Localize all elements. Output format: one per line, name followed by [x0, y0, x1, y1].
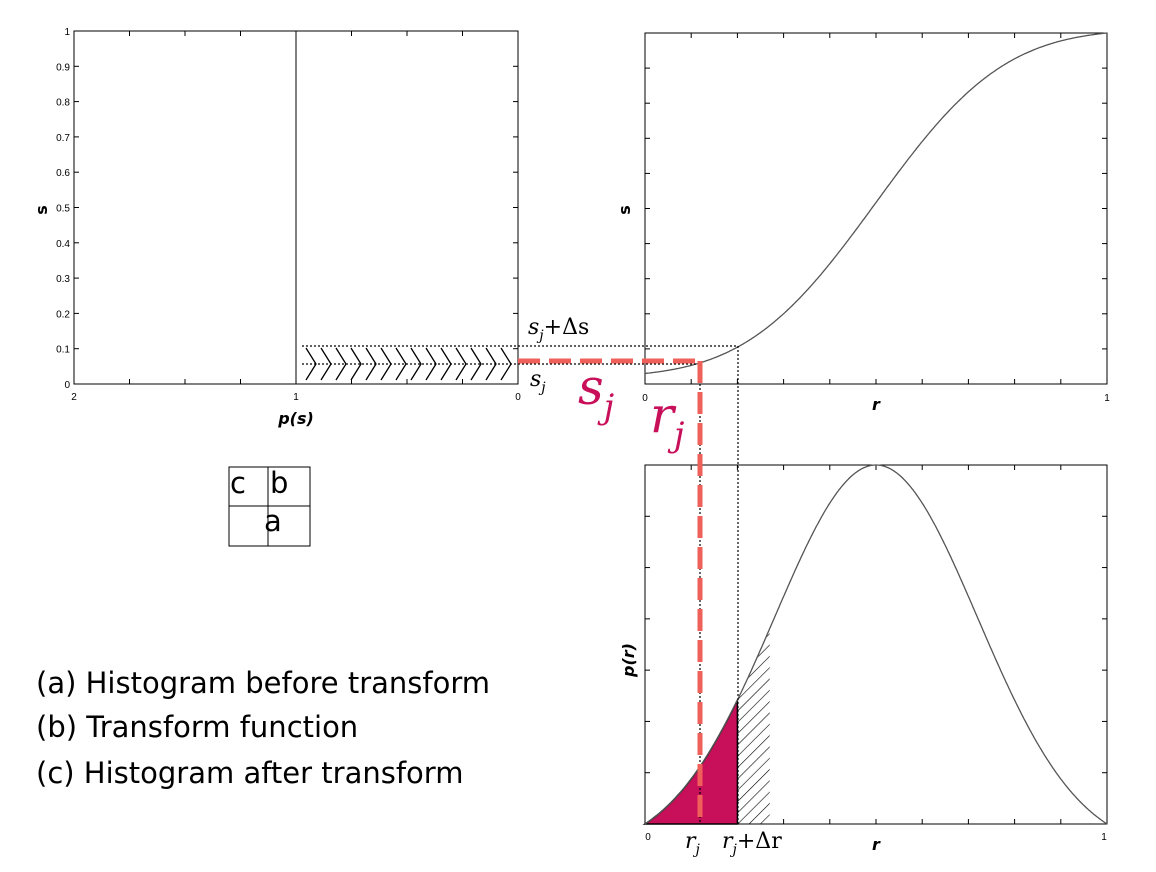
panel-a-xtick-0: 0 — [645, 832, 651, 843]
panel-c-xtick-label: 2 — [71, 392, 77, 403]
label-rj-delta: rj+Δr — [722, 829, 782, 858]
panel-c-ytick-label: 0.7 — [56, 133, 70, 144]
chevron-mark — [440, 347, 452, 381]
panel-b-frame — [644, 32, 1108, 385]
chevron-mark — [365, 347, 377, 381]
panel-a-ylabel: p(r) — [619, 643, 638, 678]
label-sj-big: sj — [578, 358, 615, 427]
panel-a-xlabel: r — [872, 835, 881, 854]
panel-b-ticks — [645, 33, 1107, 384]
chevron-mark — [425, 347, 437, 381]
chevron-mark — [455, 347, 467, 381]
panel-c-ytick-label: 0.5 — [56, 204, 70, 215]
chevron-mark — [500, 347, 512, 381]
label-rj-small: rj — [685, 829, 701, 858]
panel-a-curve — [644, 464, 1108, 825]
panel-b-xlabel: r — [872, 395, 881, 414]
panel-a-hatched-region — [737, 628, 770, 824]
panel-c-ytick-label: 0.1 — [56, 345, 70, 356]
panel-c-ytick-label: 0.2 — [56, 309, 70, 320]
panel-c-ytick-label: 0.8 — [56, 98, 70, 109]
panel-c: 0 0.1 0.2 0.3 0.4 0.5 0.6 0.7 0.8 0.9 1 2 1 0 p(s) s — [32, 27, 521, 428]
chevron-mark — [470, 347, 482, 381]
panel-b: s r 0 1 — [615, 32, 1110, 414]
panel-c-ytick-label: 0.4 — [56, 239, 70, 250]
caption-c: (c) Histogram after transform — [36, 756, 463, 790]
panel-c-ytick-label: 0.3 — [56, 274, 70, 285]
panel-c-xlabel: p(s) — [277, 409, 314, 428]
panel-b-xtick-0: 0 — [642, 393, 648, 404]
panel-b-ylabel: s — [615, 205, 634, 215]
panel-c-yticks: 0 0.1 0.2 0.3 0.4 0.5 0.6 0.7 0.8 0.9 1 — [56, 27, 518, 391]
panel-b-xtick-1: 1 — [1104, 393, 1110, 404]
label-sj-delta: sj+Δs — [528, 315, 589, 344]
panel-c-ytick-label: 0 — [64, 380, 70, 391]
chevron-mark — [350, 347, 362, 381]
panel-a-xtick-1: 1 — [1101, 832, 1107, 843]
caption-a: (a) Histogram before transform — [36, 666, 490, 700]
connectors — [518, 345, 739, 824]
caption-b: (b) Transform function — [36, 710, 358, 744]
label-rj-big: rj — [650, 386, 685, 455]
panel-a-shaded-region — [642, 699, 739, 825]
label-sj-small: sj — [530, 367, 546, 396]
key-a: a — [264, 504, 282, 538]
key-c: c — [230, 466, 246, 500]
key-b: b — [270, 466, 288, 500]
chevron-mark — [320, 347, 332, 381]
layout-key: c b a — [228, 466, 311, 547]
panel-c-ytick-label: 1 — [64, 27, 70, 38]
chevron-mark — [395, 347, 407, 381]
chevron-mark — [305, 347, 317, 381]
panel-b-curve — [644, 32, 1108, 375]
panel-c-ytick-label: 0.9 — [56, 62, 70, 73]
panel-c-xtick-label: 0 — [515, 392, 521, 403]
chevron-mark — [335, 347, 347, 381]
chevron-mark — [410, 347, 422, 381]
panel-c-ylabel: s — [32, 205, 51, 215]
panel-c-xtick-label: 1 — [293, 392, 299, 403]
panel-c-ytick-label: 0.6 — [56, 168, 70, 179]
panel-a: p(r) r 0 1 — [619, 464, 1108, 854]
chevron-mark — [485, 347, 497, 381]
panel-c-chevrons — [305, 347, 512, 381]
chevron-mark — [380, 347, 392, 381]
